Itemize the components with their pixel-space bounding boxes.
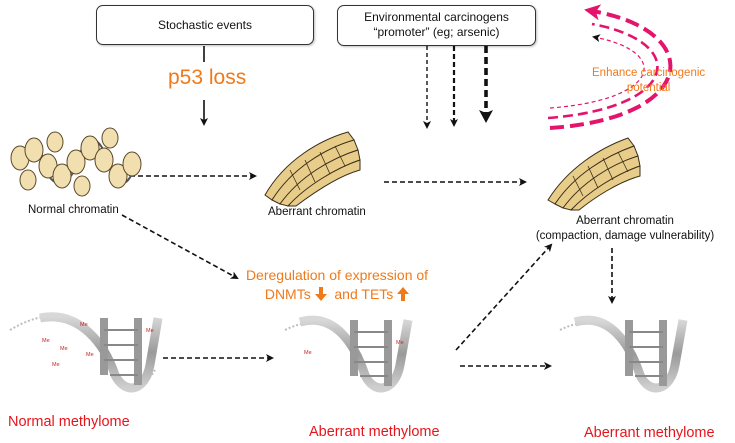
deregulation-label: Deregulation of expression of DNMTs and …	[232, 266, 442, 304]
feedback-arrow-thick	[549, 4, 673, 130]
normal-methylome-dna	[9, 312, 163, 393]
aberrant-chromatin-right-line1: Aberrant chromatin	[576, 215, 674, 227]
aberrant-chromatin-right-line2: (compaction, damage vulnerability)	[535, 230, 715, 242]
normal-chromatin-illustration	[10, 127, 142, 197]
aberrant-methylome-right-label: Aberrant methylome	[584, 425, 715, 441]
env-carcinogens-line1: Environmental carcinogens	[364, 10, 509, 24]
me-mark: Me	[146, 328, 154, 334]
aberrant-chromatin-right-label: Aberrant chromatin (compaction, damage v…	[525, 214, 725, 244]
deregulation-line2: DNMTs and TETs	[232, 285, 442, 304]
me-mark: Me	[42, 338, 50, 344]
env-carcinogens-line2: “promoter” (eg; arsenic)	[373, 25, 500, 39]
stochastic-events-label: Stochastic events	[157, 18, 253, 32]
me-mark: Me	[86, 352, 94, 358]
enhance-line2: potential	[626, 82, 671, 94]
feedback-arrow-medium	[547, 22, 659, 120]
normal-methylome-label: Normal methylome	[8, 414, 130, 430]
up-arrow-icon	[397, 287, 410, 301]
dnmts-label: DNMTs	[264, 286, 311, 302]
methylome-to-chromatin-arrow	[455, 243, 553, 351]
aberrant-chromatin-illustration-right	[547, 137, 641, 211]
aberrant-methylome-dna-mid	[284, 315, 413, 393]
me-mark: Me	[80, 322, 88, 328]
me-mark: Me	[60, 346, 68, 352]
deregulation-line1: Deregulation of expression of	[245, 267, 429, 283]
chromatin-to-deregulation-arrow	[121, 214, 239, 279]
feedback-arrow-thin	[549, 34, 645, 109]
down-arrow-icon	[314, 287, 327, 301]
tets-label: and TETs	[334, 286, 394, 302]
me-mark: Me	[304, 350, 312, 356]
enhance-carcinogenic-label: Enhance carcinogenic potential	[592, 66, 705, 96]
p53-loss-label: p53 loss	[168, 66, 247, 89]
aberrant-methylome-mid-label: Aberrant methylome	[309, 424, 440, 440]
enhance-line1: Enhance carcinogenic	[592, 67, 706, 79]
methyl-marks: Me Me Me Me Me Me Me Me	[42, 322, 404, 368]
aberrant-methylome-dna-right	[559, 315, 688, 393]
me-mark: Me	[396, 340, 404, 346]
environmental-carcinogens-box: Environmental carcinogens “promoter” (eg…	[337, 5, 536, 46]
normal-chromatin-label: Normal chromatin	[28, 204, 119, 216]
stochastic-events-box: Stochastic events	[96, 5, 314, 45]
me-mark: Me	[52, 362, 60, 368]
aberrant-chromatin-mid-label: Aberrant chromatin	[268, 206, 366, 218]
aberrant-chromatin-illustration-mid	[264, 131, 361, 207]
